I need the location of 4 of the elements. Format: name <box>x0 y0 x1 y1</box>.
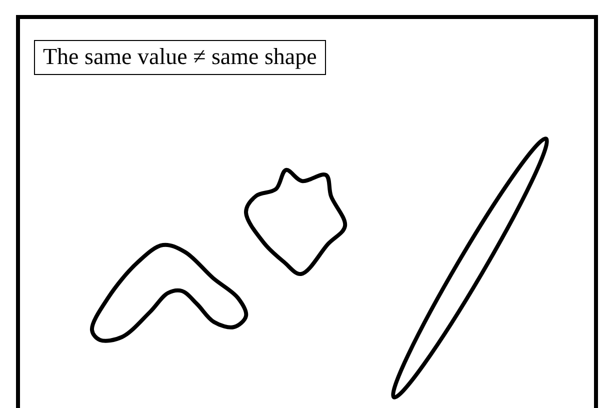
blob-shape <box>244 168 348 276</box>
title: The same value ≠ same shape <box>34 40 326 75</box>
boomerang-shape <box>90 242 248 343</box>
ellipse-shape <box>391 136 549 400</box>
